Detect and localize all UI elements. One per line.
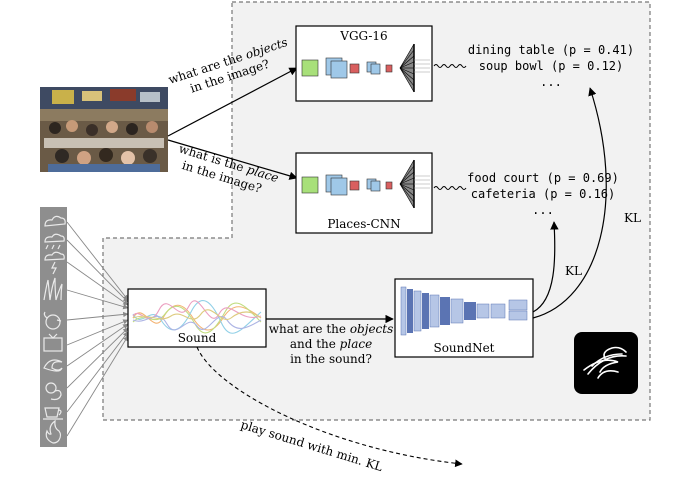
question-sound-line2-em: place — [340, 337, 373, 351]
vgg16-title: VGG-16 — [339, 29, 387, 43]
soundnet-box: SoundNet — [394, 278, 534, 358]
svg-text:what are the objects: what are the objects — [269, 322, 394, 336]
squiggle-bottom — [433, 186, 467, 190]
vgg-layer-input — [301, 59, 319, 77]
play-label: play sound with min. KL — [239, 417, 384, 474]
tv-icon — [43, 333, 63, 352]
kl-label-inner: KL — [565, 264, 582, 278]
question-sound-pre: what are the — [269, 322, 350, 336]
app-logo — [574, 332, 638, 394]
places-fc-fan — [399, 159, 430, 209]
bird-icon — [43, 311, 62, 330]
sound-box: Sound — [127, 288, 267, 348]
places-cnn-title: Places-CNN — [327, 217, 400, 231]
kl-label-outer: KL — [624, 211, 641, 225]
places-output-1: food court (p = 0.69) — [467, 171, 619, 185]
svg-text:and the place: and the place — [290, 337, 372, 351]
vgg16-box: VGG-16 — [295, 25, 433, 102]
play-arrow — [196, 346, 463, 468]
vgg-output-ellipsis: ... — [540, 75, 562, 89]
squiggle-top — [433, 64, 467, 68]
vgg-fc-fan — [399, 43, 430, 93]
sound-icon-strip — [40, 207, 67, 447]
places-output-ellipsis: ... — [532, 203, 554, 217]
wave-icon — [43, 359, 63, 372]
sound-label: Sound — [178, 331, 217, 345]
cup-icon — [43, 407, 63, 420]
places-layer-input — [301, 176, 319, 194]
sound-waveform — [132, 300, 262, 334]
grass-icon — [43, 277, 63, 301]
question-sound-line3: in the sound? — [290, 352, 372, 366]
places-cnn-box: Places-CNN — [295, 152, 433, 234]
kl-arrow-inner — [532, 221, 559, 313]
question-sound-em: objects — [350, 322, 393, 336]
kl-arrow-outer — [532, 87, 607, 319]
cloud-icon — [44, 215, 66, 227]
vgg-output-2: soup bowl (p = 0.12) — [479, 59, 624, 73]
chick-icon — [45, 382, 62, 401]
swirl-icon — [583, 346, 627, 379]
vgg-output-1: dining table (p = 0.41) — [468, 43, 634, 57]
icon-arrows — [66, 221, 129, 437]
places-output-2: cafeteria (p = 0.16) — [471, 187, 616, 201]
soundnet-label: SoundNet — [433, 341, 494, 355]
question-sound: what are the objects and the place in th… — [269, 322, 394, 366]
question-sound-line2-pre: and the — [290, 337, 340, 351]
storm-icon — [44, 251, 65, 275]
fire-icon — [45, 419, 62, 444]
rain-icon — [44, 233, 65, 250]
food-court-photo — [40, 87, 168, 172]
